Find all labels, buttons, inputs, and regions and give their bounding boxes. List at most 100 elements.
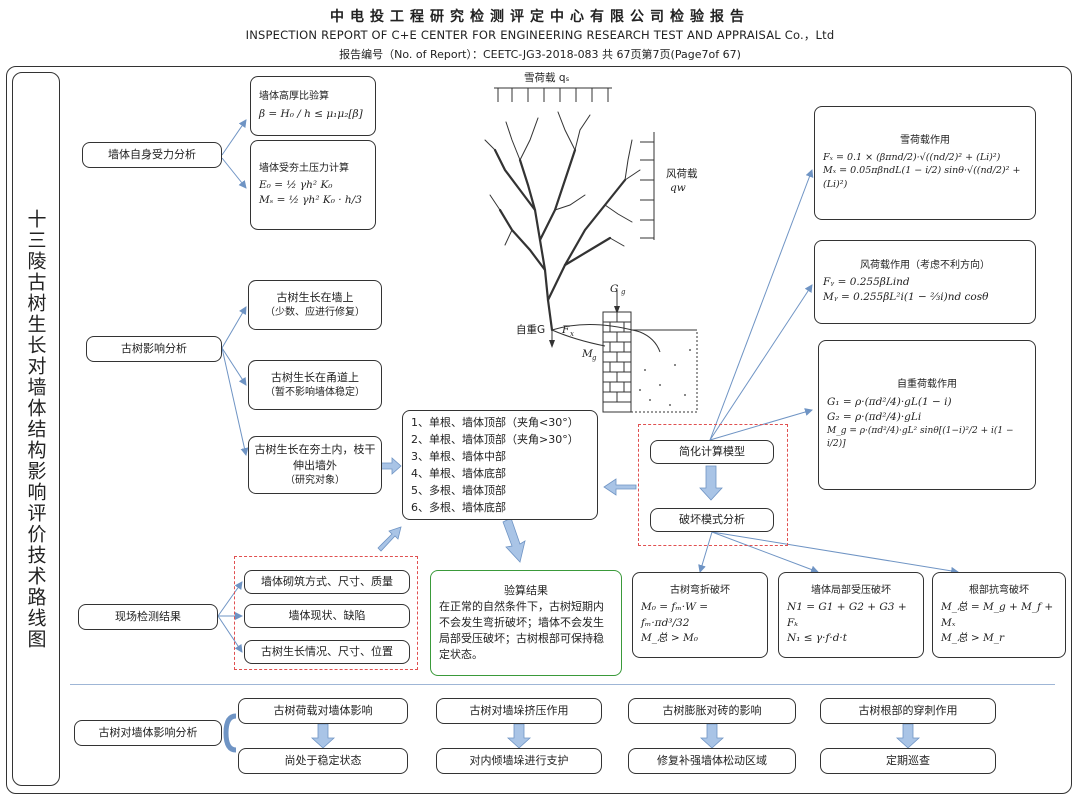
impact-analysis-label: 古树对墙体影响分析 bbox=[98, 726, 198, 740]
wall-self-analysis-box: 墙体自身受力分析 bbox=[82, 142, 222, 168]
report-number: 报告编号（No. of Report）：CEETC-JG3-2018-083 共… bbox=[339, 48, 741, 61]
field-results-label: 现场检测结果 bbox=[115, 610, 181, 624]
wind-load-title: 风荷载作用（考虑不利方向） bbox=[860, 259, 990, 271]
earth-pressure-formula-2: Mₛ = ½ γh² K₀ · h/3 bbox=[259, 194, 362, 207]
wind-load-symbol: qw bbox=[670, 182, 686, 194]
case-on-wall-box: 古树生长在墙上 （少数、应进行修复） bbox=[248, 280, 382, 330]
snow-load-formula-1: Fₓ = 0.1 × (βπnd/2)·√((nd/2)² + (Li)²) bbox=[823, 151, 1001, 163]
measure-label: 定期巡查 bbox=[886, 754, 930, 768]
snow-load-label: 雪荷载 qₛ bbox=[524, 72, 570, 84]
root-case-item: 2、单根、墙体顶部（夹角>30°） bbox=[411, 432, 579, 446]
bending-failure-formula-2: M_总 > M₀ bbox=[641, 631, 698, 644]
case-in-earth-box: 古树生长在夯土内，枝干伸出墙外 （研究对象） bbox=[248, 436, 382, 494]
snow-load-box: 雪荷载作用 Fₓ = 0.1 × (βπnd/2)·√((nd/2)² + (L… bbox=[814, 106, 1036, 220]
local-compression-box: 墙体局部受压破坏 N1 = G1 + G2 + G3 + Fₖ N₁ ≤ γ·f… bbox=[778, 572, 924, 658]
failure-mode-box: 破坏模式分析 bbox=[650, 508, 774, 532]
measure-box-stable: 尚处于稳定状态 bbox=[238, 748, 408, 774]
root-bending-formula-2: M_总 > M_r bbox=[941, 631, 1004, 644]
measure-box-patrol: 定期巡查 bbox=[820, 748, 996, 774]
self-weight-formula-1: G₁ = ρ·(πd²/4)·gL(1 − i) bbox=[827, 395, 952, 408]
field-item-label: 墙体现状、缺陷 bbox=[288, 609, 366, 623]
field-item-defects: 墙体现状、缺陷 bbox=[244, 604, 410, 628]
impact-label: 古树荷载对墙体影响 bbox=[273, 704, 373, 718]
local-compression-formula-2: N₁ ≤ γ·f·d·t bbox=[787, 631, 847, 644]
moment-m-label: M bbox=[582, 348, 593, 360]
calc-result-box: 验算结果 在正常的自然条件下，古树短期内不会发生弯折破坏；墙体不会发生局部受压破… bbox=[430, 570, 622, 676]
wind-load-formula-1: Fᵧ = 0.255βLind bbox=[823, 276, 910, 289]
bending-failure-title: 古树弯折破坏 bbox=[670, 584, 730, 596]
root-bending-formula-1: M_总 = M_g + M_f + Mₓ bbox=[941, 601, 1054, 629]
impact-analysis-box: 古树对墙体影响分析 bbox=[74, 720, 222, 746]
case-in-earth-label: 古树生长在夯土内，枝干伸出墙外 bbox=[254, 442, 376, 472]
force-g-label: G bbox=[610, 283, 619, 295]
root-bending-box: 根部抗弯破坏 M_总 = M_g + M_f + Mₓ M_总 > M_r bbox=[932, 572, 1066, 658]
moment-m-sub: g bbox=[592, 354, 597, 362]
measure-box-support: 对内倾墙垛进行支护 bbox=[436, 748, 602, 774]
root-case-item: 5、多根、墙体顶部 bbox=[411, 484, 506, 498]
simplified-model-box: 简化计算模型 bbox=[650, 440, 774, 464]
field-item-masonry: 墙体砌筑方式、尺寸、质量 bbox=[244, 570, 410, 594]
case-on-path-note: （暂不影响墙体稳定） bbox=[265, 386, 365, 398]
report-title-en: INSPECTION REPORT OF C+E CENTER FOR ENGI… bbox=[245, 28, 835, 42]
impact-label: 古树对墙垛挤压作用 bbox=[469, 704, 569, 718]
impact-box-load: 古树荷载对墙体影响 bbox=[238, 698, 408, 724]
case-in-earth-note: （研究对象） bbox=[285, 474, 345, 486]
root-case-item: 4、单根、墙体底部 bbox=[411, 467, 506, 480]
calc-result-text: 在正常的自然条件下，古树短期内不会发生弯折破坏；墙体不会发生局部受压破坏；古树根… bbox=[439, 600, 604, 661]
impact-box-root-pierce: 古树根部的穿刺作用 bbox=[820, 698, 996, 724]
tree-influence-analysis-label: 古树影响分析 bbox=[121, 342, 187, 356]
self-weight-title: 自重荷载作用 bbox=[897, 379, 957, 391]
impact-box-squeeze: 古树对墙垛挤压作用 bbox=[436, 698, 602, 724]
root-bending-title: 根部抗弯破坏 bbox=[969, 584, 1029, 596]
field-item-label: 墙体砌筑方式、尺寸、质量 bbox=[261, 575, 393, 589]
earth-pressure-title: 墙体受夯土压力计算 bbox=[259, 162, 349, 174]
wind-load-label: 风荷载 bbox=[666, 168, 698, 180]
self-weight-formula-3: M_g = ρ·(πd²/4)·gL² sinθ[(1−i)²/2 + i(1 … bbox=[827, 426, 1014, 450]
field-item-label: 古树生长情况、尺寸、位置 bbox=[261, 645, 393, 659]
case-on-wall-label: 古树生长在墙上 bbox=[276, 290, 354, 304]
case-on-wall-note: （少数、应进行修复） bbox=[265, 306, 365, 318]
impact-label: 古树根部的穿刺作用 bbox=[858, 704, 958, 718]
measure-label: 对内倾墙垛进行支护 bbox=[469, 754, 569, 768]
height-thickness-title: 墙体高厚比验算 bbox=[259, 91, 329, 103]
earth-pressure-box: 墙体受夯土压力计算 E₀ = ½ γh² K₀ Mₛ = ½ γh² K₀ · … bbox=[250, 140, 376, 230]
snow-load-formula-2: Mₓ = 0.05πβndL(1 − i/2) sinθ·√((nd/2)² +… bbox=[823, 165, 1021, 191]
earth-pressure-formula-1: E₀ = ½ γh² K₀ bbox=[259, 179, 333, 192]
bending-failure-formula-1: M₀ = fₘ·W = fₘ·πd³/32 bbox=[641, 601, 709, 629]
root-case-item: 3、单根、墙体中部 bbox=[411, 449, 506, 463]
failure-mode-label: 破坏模式分析 bbox=[679, 513, 745, 527]
wind-load-box: 风荷载作用（考虑不利方向） Fᵧ = 0.255βLind Mᵧ = 0.255… bbox=[814, 240, 1036, 324]
height-thickness-formula: β = H₀ / h ≤ μ₁μ₂[β] bbox=[259, 107, 363, 120]
side-title-box: 十三陵古树生长对墙体结构影响评价技术路线图 bbox=[12, 72, 60, 786]
wind-load-formula-2: Mᵧ = 0.255βL²i(1 − ⅔i)nd cosθ bbox=[823, 291, 989, 304]
impact-box-expansion: 古树膨胀对砖的影响 bbox=[628, 698, 796, 724]
self-weight-label: 自重G bbox=[516, 324, 546, 336]
measure-label: 修复补强墙体松动区域 bbox=[657, 754, 767, 768]
bending-failure-box: 古树弯折破坏 M₀ = fₘ·W = fₘ·πd³/32 M_总 > M₀ bbox=[632, 572, 768, 658]
local-compression-title: 墙体局部受压破坏 bbox=[811, 584, 891, 596]
root-case-item: 1、单根、墙体顶部（夹角<30°） bbox=[411, 415, 579, 429]
measure-label: 尚处于稳定状态 bbox=[284, 754, 362, 768]
local-compression-formula-1: N1 = G1 + G2 + G3 + Fₖ bbox=[787, 601, 907, 629]
wall-self-analysis-label: 墙体自身受力分析 bbox=[108, 148, 196, 162]
diagram-frame bbox=[6, 66, 1072, 794]
force-f-sub: x bbox=[570, 330, 574, 338]
simplified-model-label: 简化计算模型 bbox=[679, 445, 745, 459]
side-title: 十三陵古树生长对墙体结构影响评价技术路线图 bbox=[24, 208, 47, 650]
self-weight-box: 自重荷载作用 G₁ = ρ·(πd²/4)·gL(1 − i) G₂ = ρ·(… bbox=[818, 340, 1036, 490]
measure-box-repair: 修复补强墙体松动区域 bbox=[628, 748, 796, 774]
force-f-label: F bbox=[562, 324, 570, 336]
height-thickness-box: 墙体高厚比验算 β = H₀ / h ≤ μ₁μ₂[β] bbox=[250, 76, 376, 136]
case-on-path-box: 古树生长在甬道上 （暂不影响墙体稳定） bbox=[248, 360, 382, 410]
report-title-cn: 中电投工程研究检测评定中心有限公司检验报告 bbox=[330, 9, 750, 25]
snow-load-title: 雪荷载作用 bbox=[900, 135, 950, 147]
calc-result-title: 验算结果 bbox=[504, 584, 548, 598]
root-case-list-box: 1、单根、墙体顶部（夹角<30°） 2、单根、墙体顶部（夹角>30°） 3、单根… bbox=[402, 410, 598, 520]
tree-influence-analysis-box: 古树影响分析 bbox=[86, 336, 222, 362]
field-item-tree: 古树生长情况、尺寸、位置 bbox=[244, 640, 410, 664]
field-results-box: 现场检测结果 bbox=[78, 604, 218, 630]
field-items-group bbox=[234, 556, 418, 670]
impact-label: 古树膨胀对砖的影响 bbox=[662, 704, 762, 718]
